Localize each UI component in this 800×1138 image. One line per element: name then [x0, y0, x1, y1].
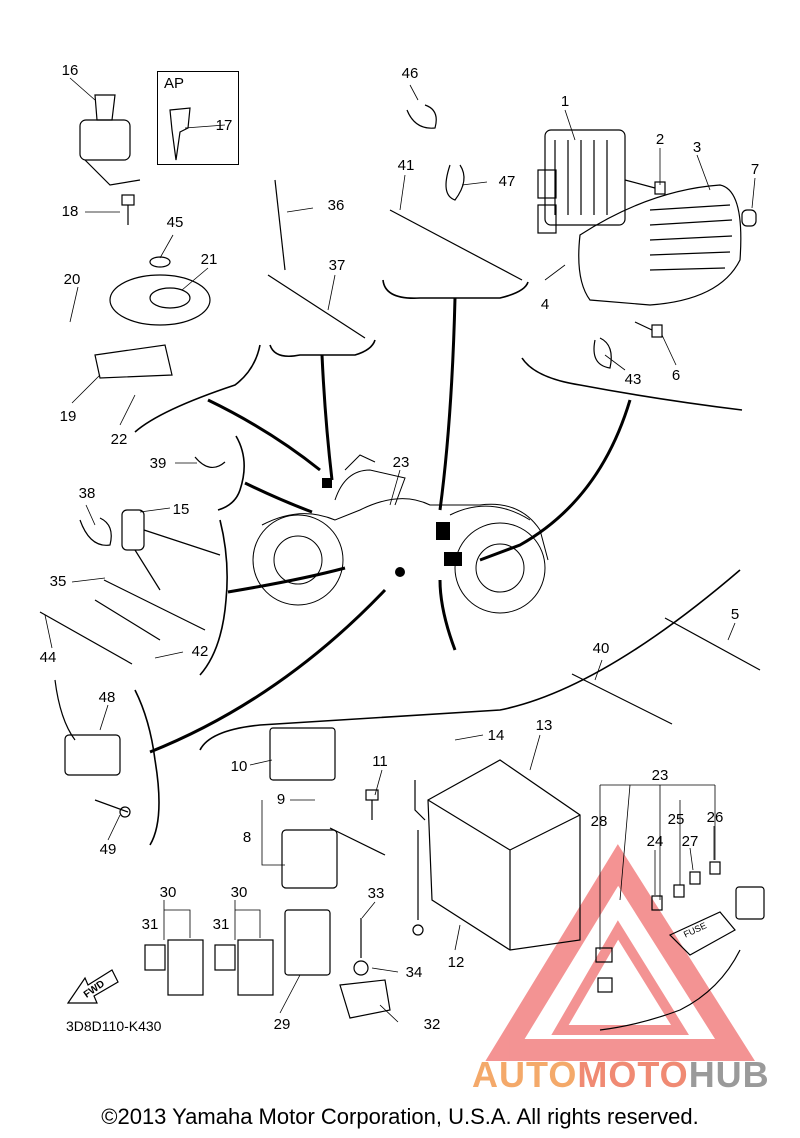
callout-13: 13 [535, 717, 553, 734]
callout-46: 46 [401, 65, 419, 82]
callout-21: 21 [200, 251, 218, 268]
part-switch-cover [109, 256, 211, 326]
callout-45: 45 [166, 214, 184, 231]
callout-34: 34 [405, 964, 423, 981]
watermark-triangle [485, 844, 755, 1061]
callout-30-a: 30 [159, 884, 177, 901]
fwd-arrow [66, 969, 119, 1004]
callout-29: 29 [273, 1016, 291, 1033]
callout-40: 40 [592, 640, 610, 657]
callout-17: 17 [215, 117, 233, 134]
part-relay-48 [54, 679, 121, 776]
callout-41: 41 [397, 157, 415, 174]
part-fuses [651, 861, 721, 911]
part-bolts [94, 179, 757, 976]
part-cable-ties [39, 179, 761, 725]
ap-label: AP [164, 75, 185, 92]
callout-6: 6 [671, 367, 681, 384]
callout-36: 36 [327, 197, 345, 214]
callout-49: 49 [99, 841, 117, 858]
callout-43: 43 [624, 371, 642, 388]
watermark-part2: MOTO [577, 1054, 689, 1095]
callout-38: 38 [78, 485, 96, 502]
part-key [169, 107, 191, 161]
motorcycle-outline [252, 454, 549, 614]
callout-22: 22 [110, 431, 128, 448]
callout-31-a: 31 [141, 916, 159, 933]
copyright-notice: ©2013 Yamaha Motor Corporation, U.S.A. A… [101, 1104, 699, 1129]
callout-26: 26 [706, 809, 724, 826]
callout-1: 1 [560, 93, 570, 110]
callout-16: 16 [61, 62, 79, 79]
callout-10: 10 [230, 758, 248, 775]
callout-31-b: 31 [212, 916, 230, 933]
callout-25: 25 [667, 811, 685, 828]
callout-37: 37 [328, 257, 346, 274]
bike-connectors [322, 478, 462, 577]
callout-18: 18 [61, 203, 79, 220]
callout-47: 47 [498, 173, 516, 190]
callout-39: 39 [149, 455, 167, 472]
watermark-part1: AUTO [472, 1054, 578, 1095]
callout-19: 19 [59, 408, 77, 425]
callout-5: 5 [730, 606, 740, 623]
callout-2: 2 [655, 131, 665, 148]
callout-12: 12 [447, 954, 465, 971]
callout-leaders [44, 77, 756, 1023]
callout-9: 9 [276, 791, 286, 808]
part-code: 3D8D110-K430 [66, 1018, 162, 1034]
part-cover [578, 184, 742, 306]
callout-28: 28 [590, 813, 608, 830]
part-bracket [94, 344, 173, 379]
callout-14: 14 [487, 727, 505, 744]
ap-box [157, 71, 239, 165]
watermark-text: AUTOMOTOHUB [472, 1054, 770, 1096]
part-sensor [121, 509, 221, 591]
callout-35: 35 [49, 573, 67, 590]
leader-lines [149, 297, 632, 754]
callout-42: 42 [191, 643, 209, 660]
part-starter-relay [269, 727, 386, 889]
part-sensor-32 [339, 979, 391, 1019]
callout-8: 8 [242, 829, 252, 846]
part-fuse-box [595, 886, 765, 1031]
callout-4: 4 [540, 296, 550, 313]
part-ignition-switch [79, 94, 141, 186]
callout-48: 48 [98, 689, 116, 706]
callout-11: 11 [372, 753, 388, 770]
callout-15: 15 [172, 501, 190, 518]
part-regulator-rectifier [537, 129, 626, 234]
part-relays-30 [144, 909, 331, 996]
callout-20: 20 [63, 271, 81, 288]
callout-27: 27 [681, 833, 699, 850]
callout-44: 44 [39, 649, 57, 666]
part-battery [412, 759, 581, 951]
callout-30-b: 30 [230, 884, 248, 901]
callout-24: 24 [646, 833, 664, 850]
watermark-part3: HUB [688, 1054, 770, 1095]
callout-7: 7 [750, 161, 760, 178]
callout-3: 3 [692, 139, 702, 156]
part-clamps [79, 104, 612, 546]
callout-33: 33 [367, 885, 385, 902]
callout-23-main: 23 [392, 454, 410, 471]
callout-23-fuse: 23 [651, 767, 669, 784]
callout-32: 32 [423, 1016, 441, 1033]
